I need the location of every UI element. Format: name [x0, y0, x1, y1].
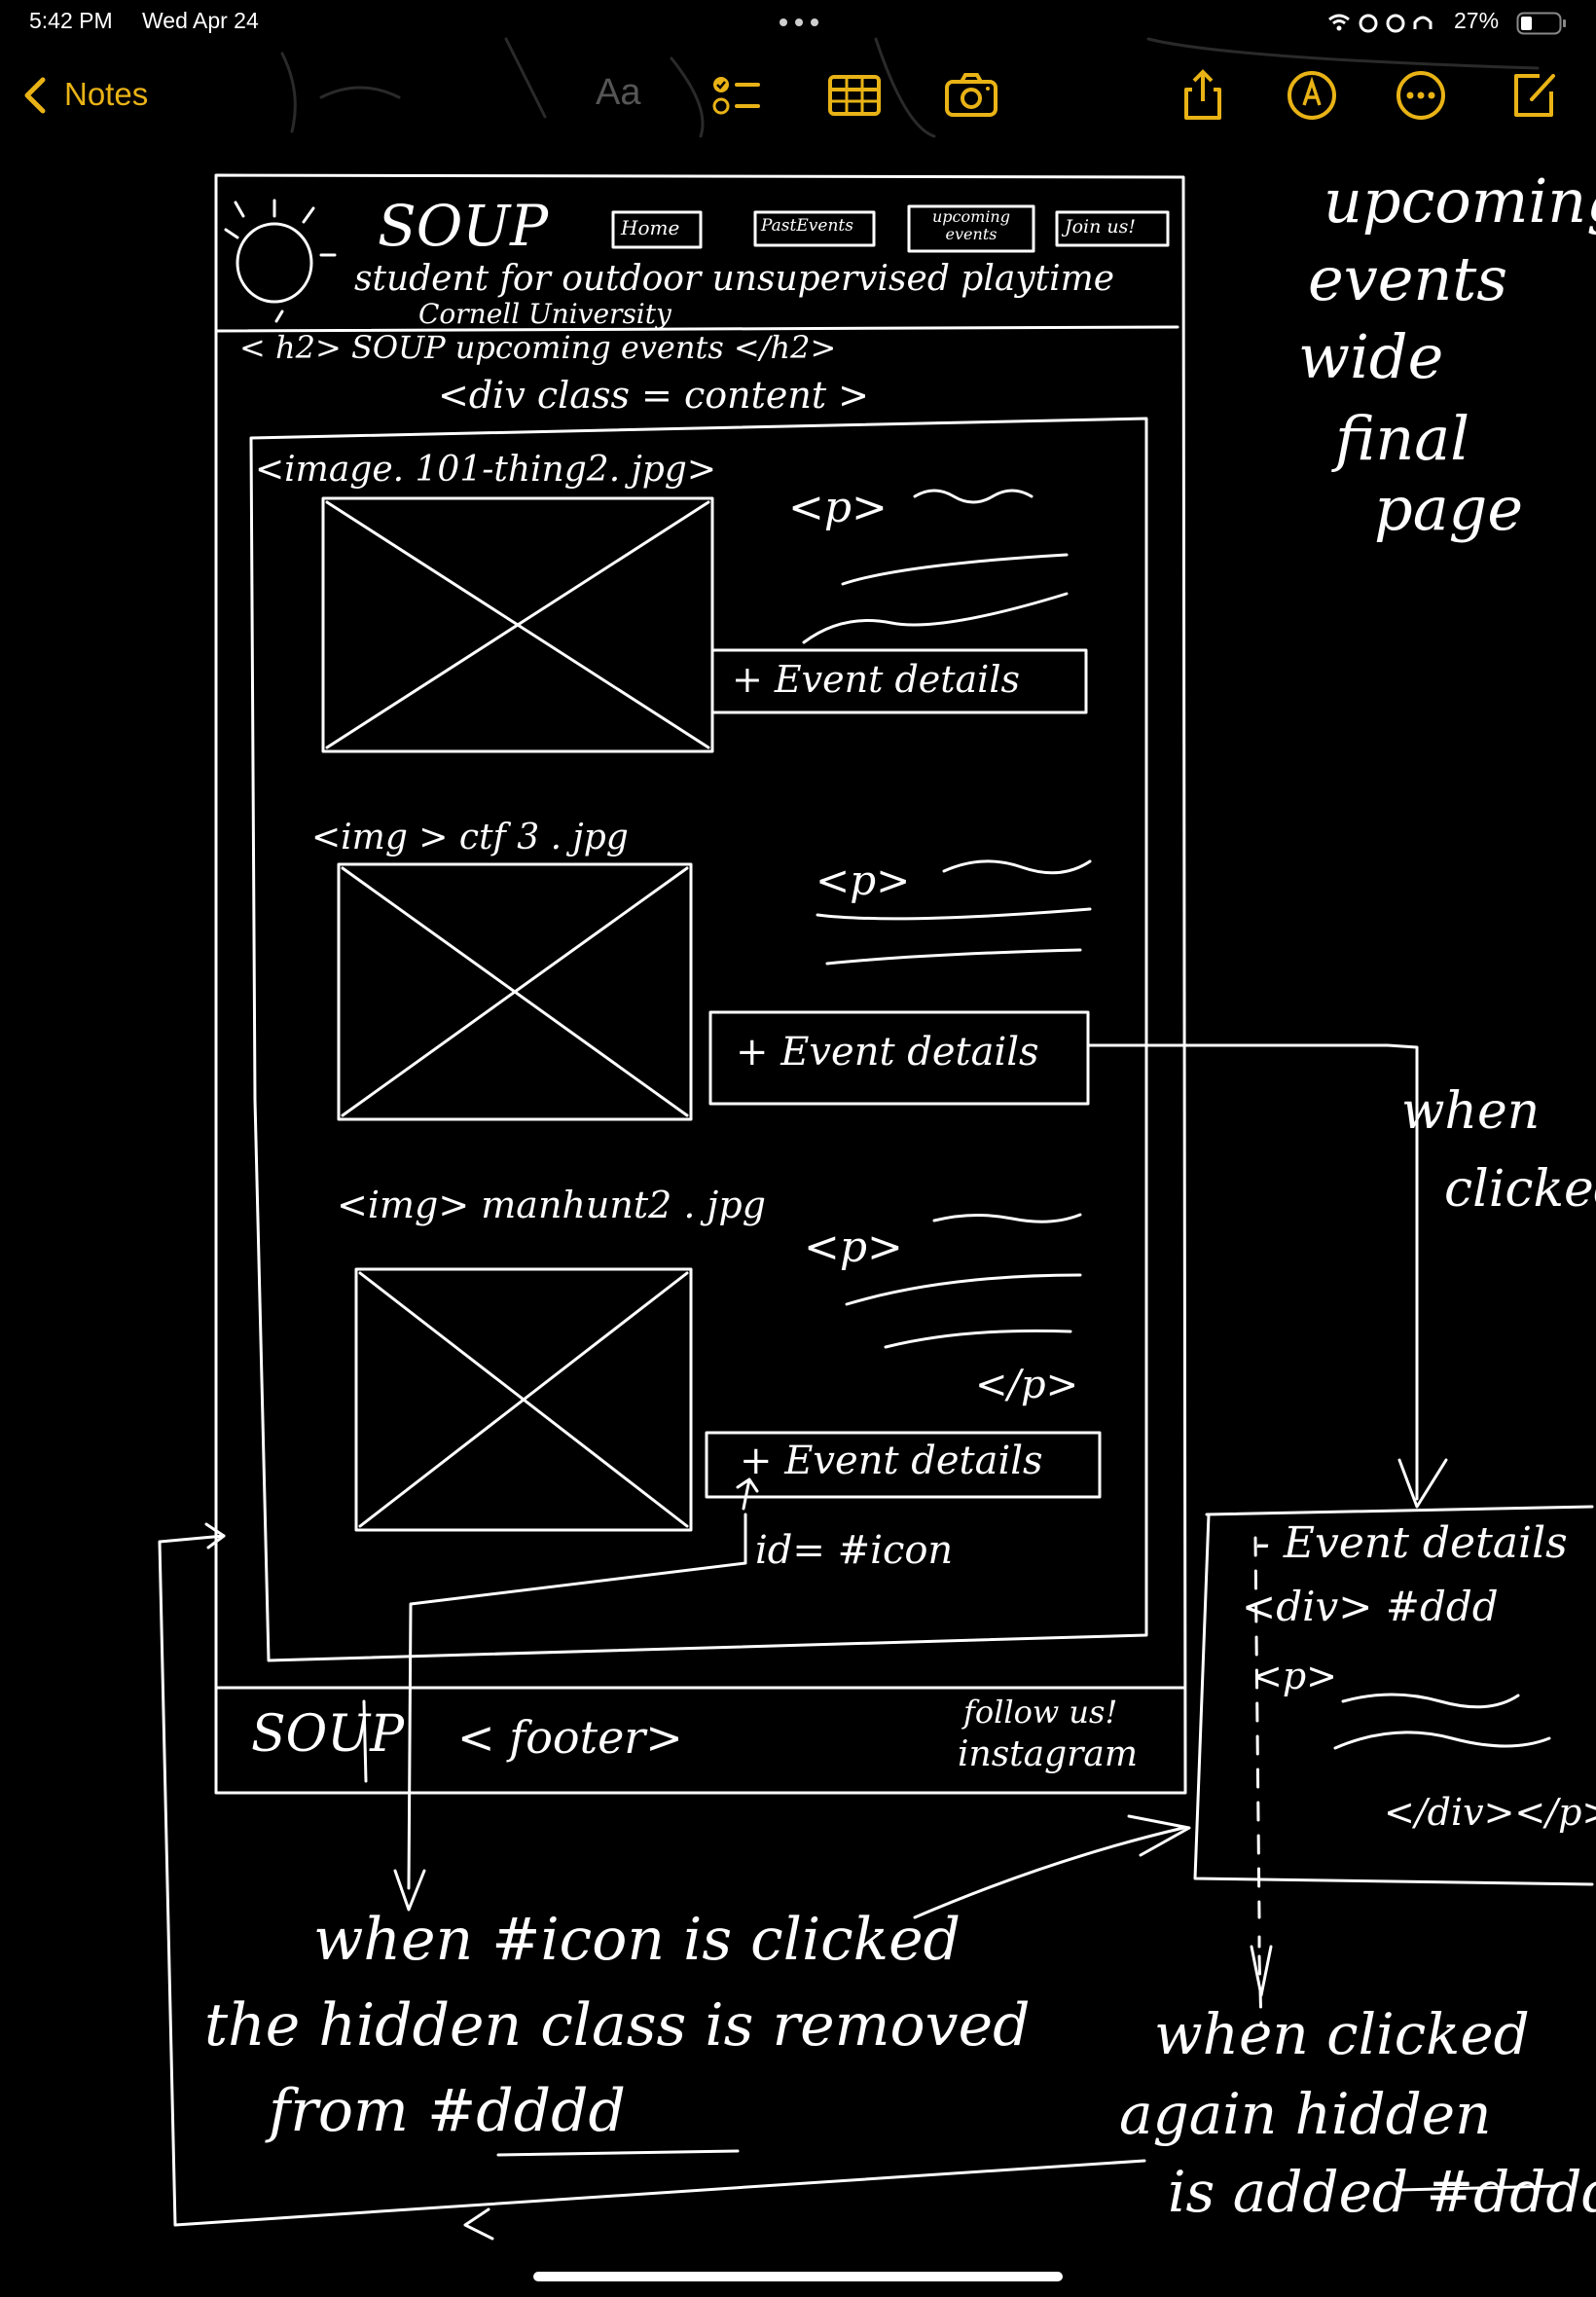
- home-indicator[interactable]: [533, 2272, 1063, 2281]
- back-chevron-icon[interactable]: [21, 74, 51, 117]
- sketch-footer-right-2: instagram: [958, 1734, 1138, 1774]
- more-icon[interactable]: [1394, 68, 1448, 123]
- sketch-when-1: when: [1401, 1082, 1541, 1141]
- sketch-note-right-3: is added #dddd: [1168, 2159, 1596, 2225]
- sketch-note-right-2: again hidden: [1119, 2081, 1492, 2147]
- sketch-side-title-1: upcoming: [1324, 165, 1596, 237]
- sketch-nav-past-events: PastEvents: [761, 216, 853, 236]
- sketch-footer-left: SOUP: [251, 1705, 405, 1764]
- sketch-event-2-button: + Event details: [736, 1030, 1039, 1075]
- sketch-note-left-2: the hidden class is removed: [204, 1991, 1031, 2060]
- sketch-details-p: <p>: [1251, 1655, 1338, 1697]
- sketch-event-3-button: + Event details: [740, 1439, 1043, 1483]
- sketch-side-title-3: wide: [1298, 321, 1444, 392]
- sketch-side-title-5: page: [1374, 473, 1524, 544]
- sketch-subtitle: student for outdoor unsupervised playtim…: [354, 259, 1115, 299]
- battery-percent: 27%: [1454, 8, 1500, 33]
- sketch-note-right-1: when clicked: [1154, 2001, 1530, 2067]
- sketch-note-left-1: when #icon is clicked: [313, 1906, 961, 1974]
- multitask-dots-icon[interactable]: [776, 14, 822, 26]
- sketch-event-3-image-label: <img> manhunt2 . jpg: [337, 1184, 766, 1226]
- checklist-icon[interactable]: [710, 68, 765, 123]
- sketch-event-2-p: <p>: [816, 857, 911, 904]
- sketch-when-2: clicked: [1444, 1160, 1596, 1219]
- sketch-event-2-image-label: <img > ctf 3 . jpg: [311, 818, 629, 857]
- battery-icon: [1516, 12, 1569, 35]
- sketch-details-div: <div> #ddd: [1242, 1583, 1499, 1630]
- status-icons: [1325, 10, 1434, 35]
- sketch-icon-id: id= #icon: [755, 1528, 954, 1573]
- sketch-details-title: - Event details: [1255, 1518, 1568, 1568]
- sketch-event-3-p: <p>: [804, 1222, 903, 1272]
- sketch-header-title: SOUP: [378, 193, 549, 259]
- camera-icon[interactable]: [944, 68, 998, 123]
- sketch-h2-note: < h2> SOUP upcoming events </h2>: [239, 329, 837, 366]
- table-icon[interactable]: [827, 68, 882, 123]
- sketch-div-note: <div class = content >: [438, 374, 870, 417]
- sketch-footer-mid: < footer>: [457, 1711, 683, 1764]
- sketch-event-3-p-close: </p>: [975, 1363, 1079, 1407]
- sketch-details-close-tags: </div></p>: [1384, 1791, 1596, 1834]
- sketch-event-1-image-label: <image. 101-thing2. jpg>: [255, 450, 716, 490]
- back-button[interactable]: Notes: [64, 76, 149, 112]
- share-icon[interactable]: [1176, 68, 1230, 123]
- sketch-subtitle-2: Cornell University: [418, 298, 671, 330]
- status-date: Wed Apr 24: [142, 8, 259, 33]
- markup-pen-icon[interactable]: [1285, 68, 1339, 123]
- sketch-event-1-button: + Event details: [732, 658, 1020, 701]
- sketch-nav-join: Join us!: [1065, 216, 1137, 237]
- sketch-footer-right-1: follow us!: [963, 1694, 1118, 1731]
- sketch-event-1-p: <p>: [788, 483, 888, 532]
- sketch-side-title-2: events: [1308, 243, 1508, 314]
- sketch-nav-home: Home: [621, 216, 680, 239]
- sketch-side-title-4: final: [1335, 403, 1470, 474]
- sketch-nav-upcoming: upcoming events: [932, 207, 1010, 243]
- format-button[interactable]: Aa: [596, 72, 641, 113]
- status-time: 5:42 PM: [29, 8, 113, 33]
- sketch-note-left-3: from #dddd: [269, 2077, 626, 2145]
- compose-icon[interactable]: [1506, 68, 1561, 123]
